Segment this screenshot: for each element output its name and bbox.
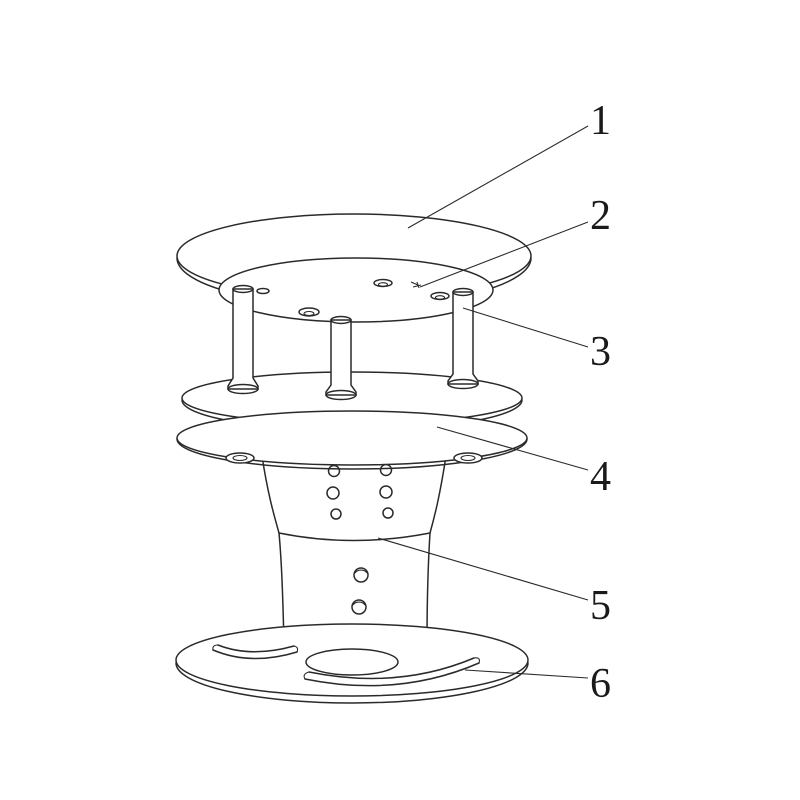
callout-6: 6 <box>590 661 611 707</box>
callout-2: 2 <box>590 193 611 239</box>
body-vent-holes <box>326 463 394 615</box>
plate-bolt-bosses <box>225 452 483 464</box>
sensor-body <box>261 455 447 645</box>
flange-slot-left <box>212 644 299 660</box>
cap-screw-holes <box>256 278 450 317</box>
post-middle <box>325 315 357 401</box>
flange-center-hole <box>305 648 399 676</box>
lower-plate <box>176 410 528 466</box>
leader-line-2 <box>419 221 589 288</box>
body-seam <box>278 532 431 542</box>
leader-line-4 <box>436 426 589 471</box>
leader-lines <box>377 125 589 679</box>
leader-line-6 <box>464 669 589 679</box>
leader-line-1 <box>407 125 589 229</box>
support-posts <box>227 284 479 401</box>
callout-4: 4 <box>590 454 611 500</box>
callout-3: 3 <box>590 329 611 375</box>
post-right <box>447 287 479 390</box>
callout-1: 1 <box>590 98 611 144</box>
callout-5: 5 <box>590 583 611 629</box>
top-cap <box>176 213 532 323</box>
base-flange <box>175 623 529 704</box>
leader-line-3 <box>462 307 589 348</box>
flange-slot-right <box>303 657 480 687</box>
leader-line-5 <box>377 537 589 601</box>
marking-detail <box>410 281 422 289</box>
post-left <box>227 284 259 395</box>
